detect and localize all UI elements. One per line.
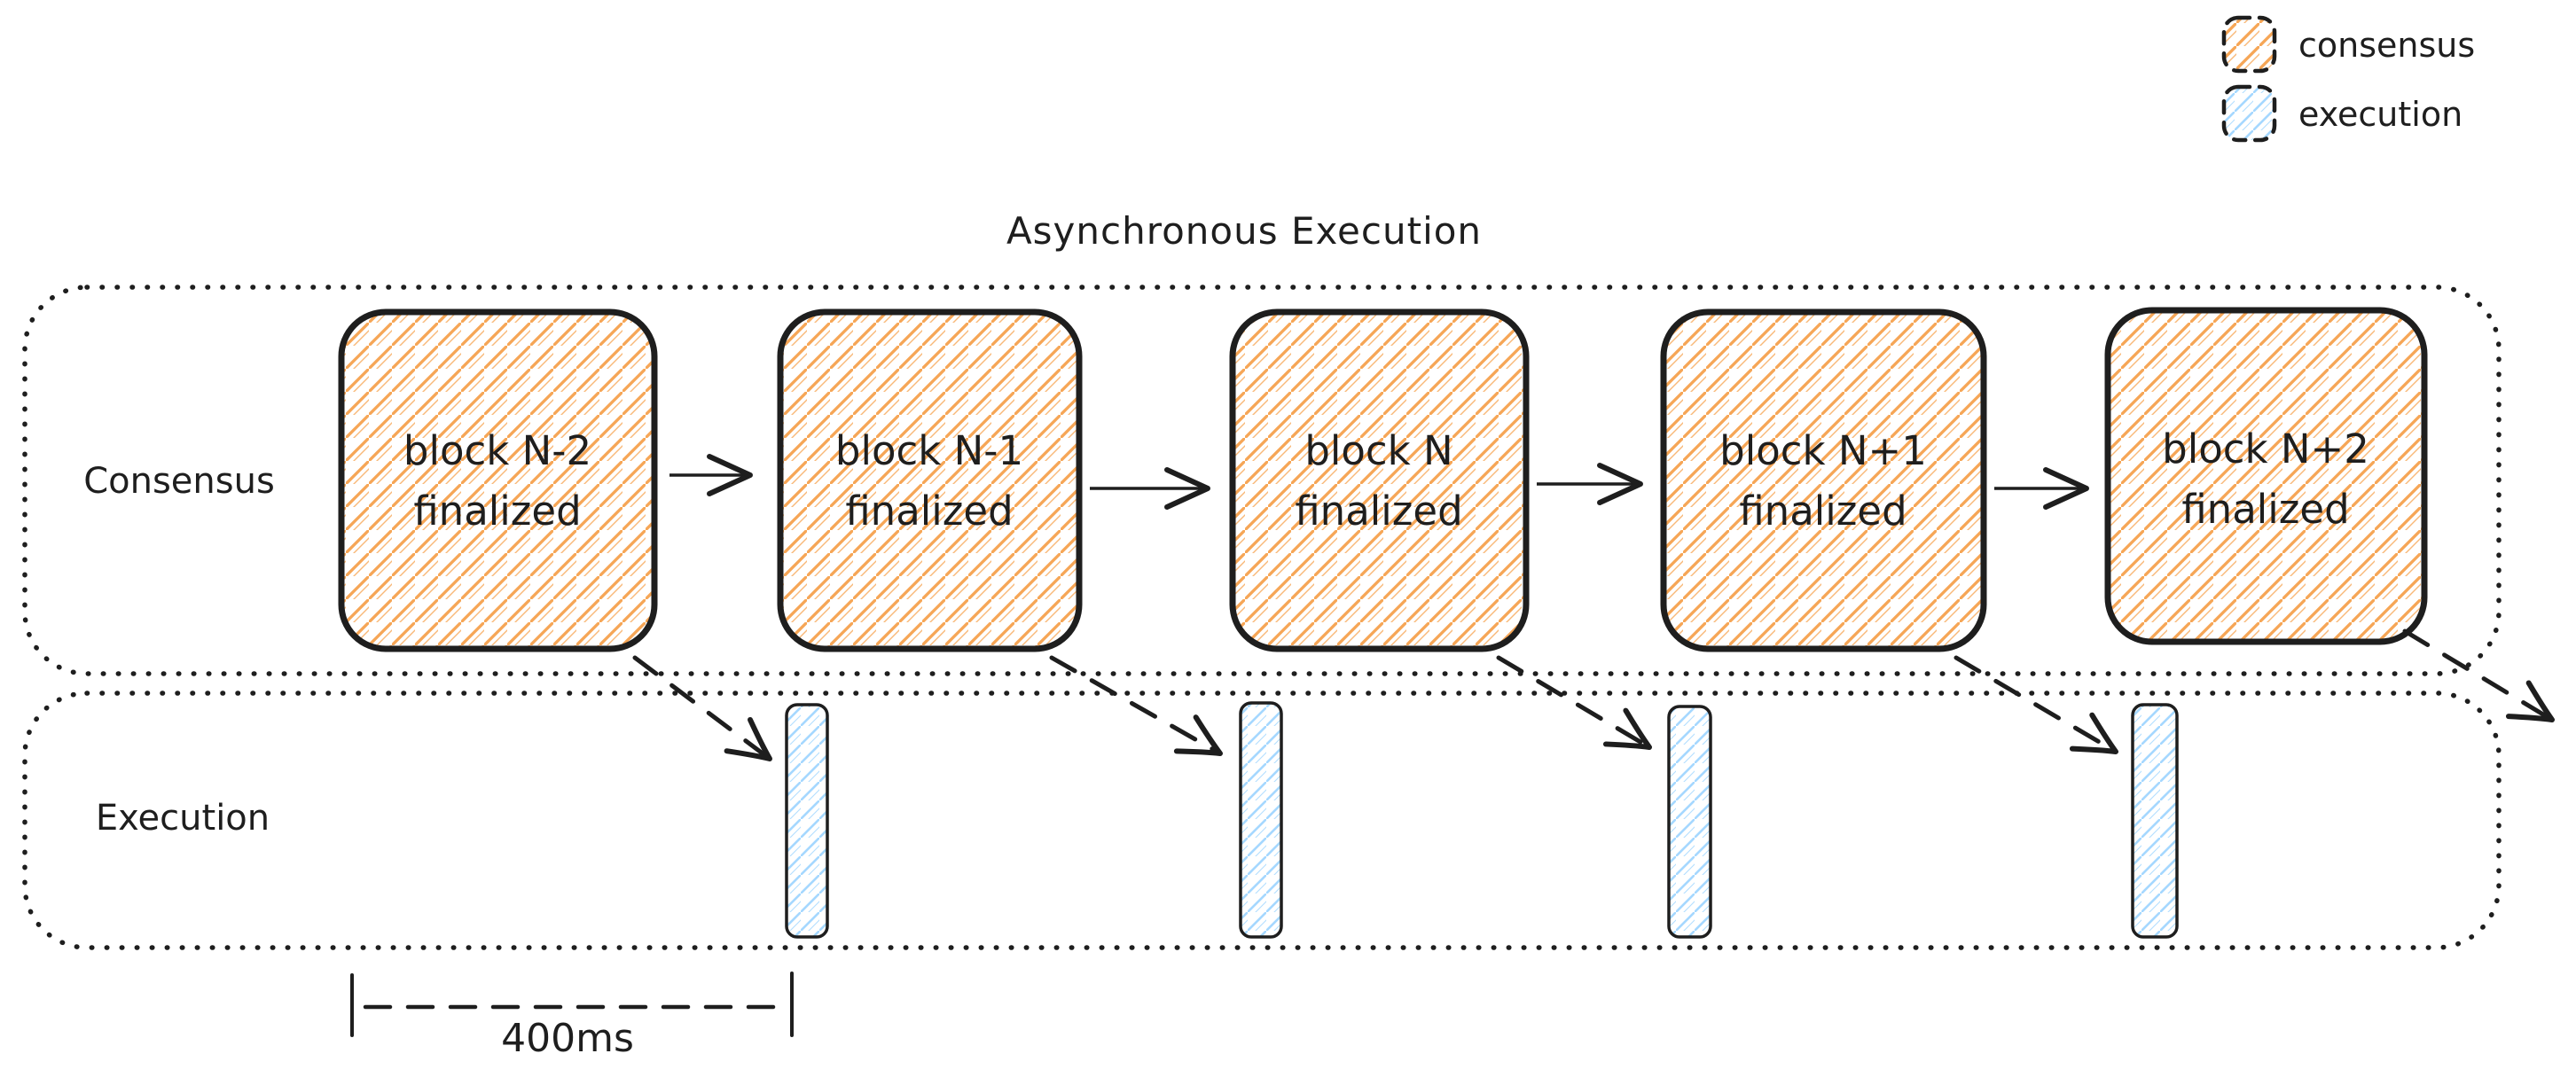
legend-execution-swatch-icon bbox=[2221, 84, 2277, 143]
consensus-block-n+1: block N+1 finalized bbox=[1660, 308, 1987, 652]
execution-bar-n+1 bbox=[2131, 703, 2179, 939]
consensus-block-n+2: block N+2 finalized bbox=[2104, 307, 2428, 645]
legend-consensus-swatch-icon bbox=[2221, 15, 2277, 74]
block-shape bbox=[1660, 308, 1987, 652]
execution-lane-border bbox=[22, 691, 2502, 950]
block-label-line2: finalized bbox=[1739, 488, 1907, 535]
consensus-block-n-2: block N-2 finalized bbox=[338, 308, 658, 652]
consensus-block-n: block N finalized bbox=[1229, 308, 1530, 652]
legend-execution-label: execution bbox=[2298, 95, 2462, 134]
execution-bar-n-2 bbox=[785, 703, 829, 939]
legend-consensus-label: consensus bbox=[2298, 26, 2475, 65]
block-label-line2: finalized bbox=[1295, 488, 1462, 535]
diagram-title: Asynchronous Execution bbox=[1006, 209, 1482, 253]
execution-bar-n bbox=[1667, 705, 1712, 939]
dashed-arrow-n-1-to-execution bbox=[1049, 655, 1223, 756]
block-label-line1: block N-1 bbox=[835, 427, 1023, 474]
block-label-line1: block N-2 bbox=[403, 427, 591, 474]
block-label-line1: block N bbox=[1304, 427, 1452, 474]
consensus-block-n-1: block N-1 finalized bbox=[777, 308, 1083, 652]
consensus-lane: Consensus bbox=[22, 285, 2502, 676]
block-label-line2: finalized bbox=[2181, 486, 2349, 533]
execution-bar-n-1 bbox=[1239, 701, 1283, 939]
block-label-line2: finalized bbox=[413, 488, 581, 535]
consensus-lane-label: Consensus bbox=[83, 461, 275, 502]
block-label-line2: finalized bbox=[845, 488, 1013, 535]
block-shape bbox=[777, 308, 1083, 652]
block-shape bbox=[338, 308, 658, 652]
block-shape bbox=[1229, 308, 1530, 652]
block-label-line1: block N+1 bbox=[1719, 427, 1927, 474]
timing-ruler: 400ms bbox=[350, 972, 794, 1061]
ruler-duration-label: 400ms bbox=[501, 1016, 634, 1061]
dashed-arrow-n-to-execution bbox=[1496, 655, 1652, 750]
block-label-line1: block N+2 bbox=[2162, 425, 2369, 472]
dashed-arrow-n+2-to-future-execution bbox=[2402, 628, 2555, 722]
dashed-arrow-n-2-to-execution bbox=[632, 655, 772, 761]
execution-lane-label: Execution bbox=[96, 798, 270, 839]
dashed-arrow-n+1-to-execution bbox=[1954, 655, 2118, 754]
legend: consensus execution bbox=[2221, 15, 2475, 143]
execution-lane: Execution bbox=[22, 691, 2502, 950]
consensus-lane-border bbox=[22, 285, 2502, 676]
block-shape bbox=[2104, 307, 2428, 645]
